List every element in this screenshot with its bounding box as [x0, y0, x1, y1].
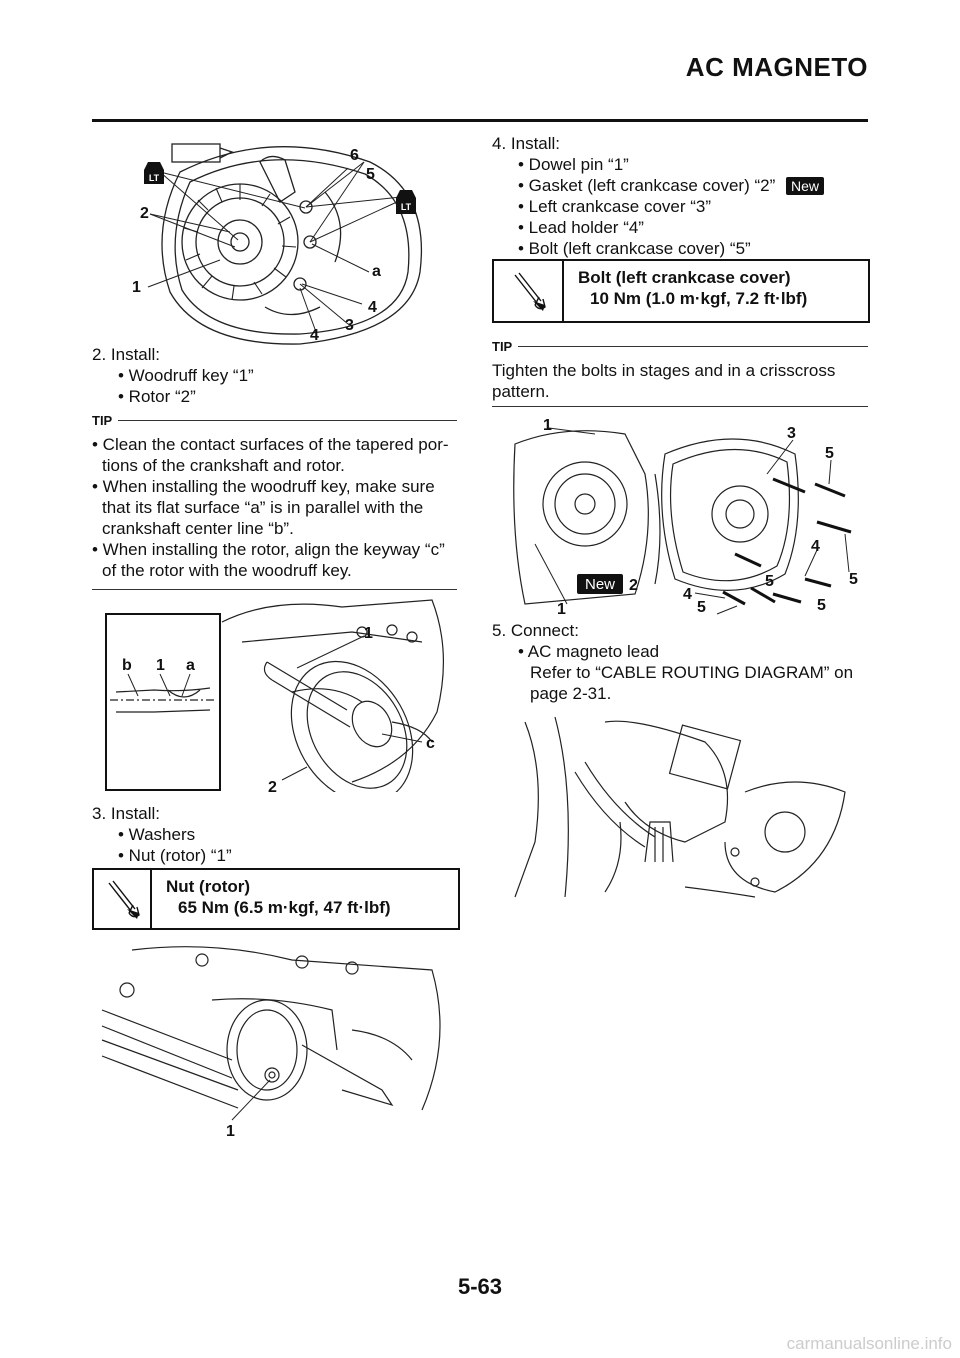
tip-item: • Clean the contact surfaces of the tape… — [92, 435, 449, 475]
callout-5: 5 — [825, 445, 834, 462]
tip-header: TIP — [92, 413, 457, 428]
tip-end-rule — [492, 406, 868, 407]
list-item: • Nut (rotor) “1” — [118, 846, 232, 865]
callout-1: 1 — [156, 657, 165, 674]
list-item: • Rotor “2” — [118, 387, 196, 406]
callout-b: b — [122, 657, 132, 674]
callout-a: a — [372, 263, 381, 280]
figure-stator-rotor: LT LT 6 5 2 1 a 4 3 4 — [132, 143, 423, 345]
figure-crankcase-cover: 1 3 5 4 5 5 New 2 4 5 5 1 — [513, 417, 858, 618]
torque-wrench-icon — [94, 870, 152, 928]
tip-item: • When installing the rotor, align the k… — [92, 540, 445, 580]
torque-spec-bolt: Bolt (left crankcase cover) 10 Nm (1.0 m… — [492, 259, 870, 323]
tip-label: TIP — [92, 413, 113, 428]
callout-2: 2 — [140, 205, 149, 222]
spec-name: Nut (rotor) — [166, 877, 251, 896]
callout-4: 4 — [683, 586, 692, 603]
callout-1: 1 — [543, 417, 552, 434]
tip-label: TIP — [492, 339, 513, 354]
step-title: 3. Install: — [92, 804, 161, 823]
callout-2: 2 — [268, 779, 277, 792]
reference-text: Refer to “CABLE ROUTING DIAGRAM” on — [530, 663, 854, 682]
callout-6: 6 — [350, 147, 359, 164]
list-item: • Washers — [118, 825, 196, 844]
callout-5: 5 — [697, 599, 706, 616]
step-title: 2. Install: — [92, 345, 161, 364]
list-item: • Left crankcase cover “3” — [518, 197, 712, 216]
page-title: AC MAGNETO — [685, 52, 868, 82]
step-4: 4. Install: • Dowel pin “1” • Gasket (le… — [492, 133, 872, 259]
new-badge: New — [585, 576, 615, 593]
callout-1: 1 — [132, 279, 141, 296]
spec-value: 65 Nm (6.5 m·kgf, 47 ft·lbf) — [178, 898, 391, 917]
watermark: carmanualsonline.info — [786, 1334, 952, 1353]
callout-5: 5 — [817, 597, 826, 614]
callout-5: 5 — [765, 573, 774, 590]
torque-spec-nut: Nut (rotor) 65 Nm (6.5 m·kgf, 47 ft·lbf) — [92, 868, 460, 930]
callout-2: 2 — [629, 577, 638, 594]
lt-badge: LT — [149, 173, 160, 183]
tip-header: TIP — [492, 339, 868, 354]
step-title: 5. Connect: — [492, 621, 579, 640]
new-badge: New — [785, 177, 824, 195]
callout-3: 3 — [345, 317, 354, 334]
lt-badge: LT — [401, 202, 412, 212]
callout-4: 4 — [310, 327, 319, 344]
list-item: • Lead holder “4” — [518, 218, 644, 237]
figure-nut-tightening: 1 — [101, 946, 441, 1140]
tip-body: Tighten the bolts in stages and in a cri… — [492, 361, 836, 401]
callout-a: a — [186, 657, 195, 674]
step-2: 2. Install: • Woodruff key “1” • Rotor “… — [92, 344, 254, 407]
step-5: 5. Connect: • AC magneto lead Refer to “… — [492, 620, 872, 704]
callout-3: 3 — [787, 425, 796, 442]
figure-magneto-lead — [514, 716, 846, 898]
callout-4: 4 — [368, 299, 377, 316]
callout-1: 1 — [557, 601, 566, 618]
callout-4: 4 — [811, 538, 820, 555]
tip-end-rule — [92, 589, 457, 590]
page-number: 5-63 — [457, 1274, 503, 1299]
callout-c: c — [426, 735, 435, 752]
list-item: • AC magneto lead — [518, 642, 660, 661]
figure-rotor-install: b 1 a 1 c 2 — [105, 599, 445, 792]
spec-name: Bolt (left crankcase cover) — [578, 268, 791, 287]
callout-1: 1 — [364, 625, 373, 642]
callout-1: 1 — [226, 1123, 235, 1140]
torque-wrench-icon — [494, 261, 564, 321]
step-title: 4. Install: — [492, 134, 561, 153]
tip-body: • Clean the contact surfaces of the tape… — [92, 434, 460, 581]
list-item: • Dowel pin “1” — [518, 155, 629, 174]
reference-text: page 2-31. — [530, 684, 612, 703]
callout-5: 5 — [849, 571, 858, 588]
list-item: • Gasket (left crankcase cover) “2” New — [492, 175, 872, 196]
list-item: • Bolt (left crankcase cover) “5” — [518, 239, 751, 258]
list-item: • Woodruff key “1” — [118, 366, 254, 385]
spec-value: 10 Nm (1.0 m·kgf, 7.2 ft·lbf) — [590, 289, 808, 308]
callout-5: 5 — [366, 166, 375, 183]
header-rule — [92, 119, 868, 122]
tip-item: • When installing the woodruff key, make… — [92, 477, 435, 538]
step-3: 3. Install: • Washers • Nut (rotor) “1” — [92, 803, 232, 866]
